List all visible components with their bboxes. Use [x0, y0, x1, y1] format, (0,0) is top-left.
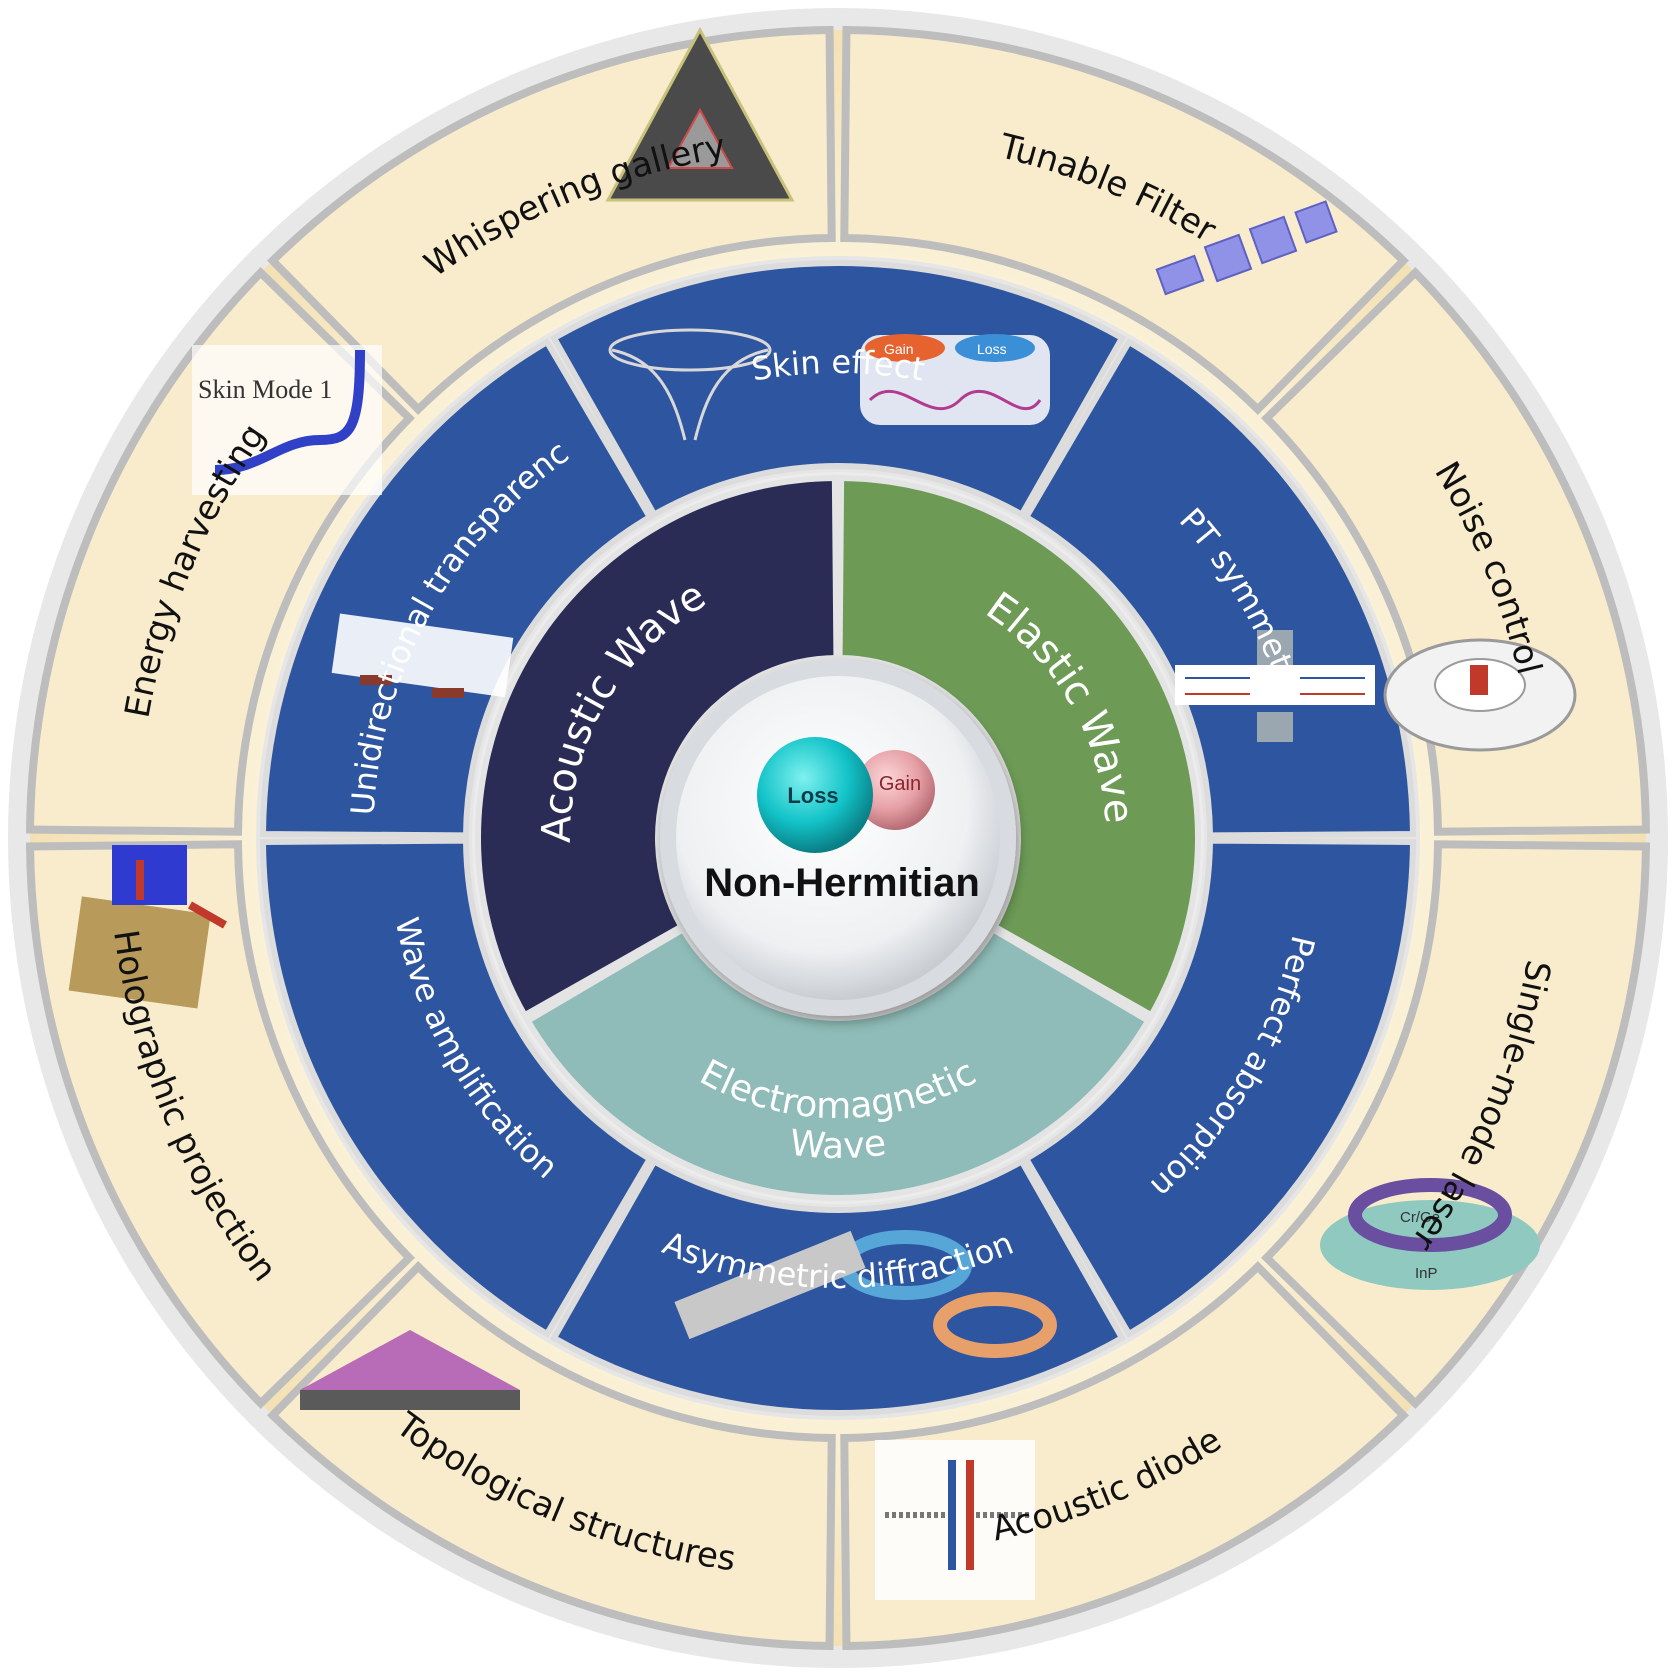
- gain-sphere: [855, 750, 935, 830]
- whispering-gallery-inner-icon: [666, 107, 734, 169]
- illustrations: Skin Mode 1 Gain Loss: [68, 26, 1577, 1600]
- wave-amplification-strip-icon: [674, 1230, 866, 1340]
- svg-text:Loss: Loss: [977, 341, 1007, 357]
- label-skin-effect: Skin effect: [749, 343, 928, 389]
- sector-perfect-absorption: [1022, 837, 1417, 1339]
- tunable-filter-icon: [1155, 200, 1338, 296]
- gain-sphere-label: Gain: [879, 773, 921, 795]
- holographic-block-icon: [112, 845, 187, 905]
- skin-mode-curve-icon: [214, 349, 365, 475]
- perfect-absorption-pipe-icon: [1175, 630, 1375, 742]
- svg-text:InP: InP: [1415, 1265, 1438, 1282]
- sector-acoustic: [475, 474, 840, 1020]
- label-electromagnetic-line2: Wave: [788, 1123, 889, 1168]
- svg-text:Cr/Ge: Cr/Ge: [1400, 1209, 1440, 1226]
- sector-skin-effect: [549, 259, 1127, 519]
- single-mode-laser-ring-icon: [1348, 1178, 1512, 1252]
- sector-tunable-filter: [840, 26, 1409, 415]
- diffraction-ring-orange-icon: [933, 1292, 1057, 1358]
- sector-elastic: [836, 474, 1201, 1020]
- skin-effect-funnel-icon: [608, 328, 772, 372]
- skin-mode-label: Skin Mode 1: [198, 375, 332, 404]
- loss-sphere-label: Loss: [787, 783, 838, 808]
- core-title: Non-Hermitian: [704, 861, 980, 905]
- sector-pt-symmetry: [1022, 337, 1417, 839]
- wave-sectors: [475, 474, 1201, 1201]
- sector-electromagnetic: [523, 925, 1153, 1201]
- sector-unidirectional-transparency: [259, 337, 654, 839]
- topological-pump-icon: [300, 1330, 520, 1390]
- gain-loss-icon: Gain Loss: [860, 334, 1050, 425]
- holographic-plate-icon: [68, 896, 211, 1009]
- sector-wave-amplification: [259, 837, 654, 1339]
- effect-sectors: [259, 259, 1417, 1417]
- svg-text:Gain: Gain: [884, 341, 914, 357]
- loss-sphere: [757, 737, 873, 853]
